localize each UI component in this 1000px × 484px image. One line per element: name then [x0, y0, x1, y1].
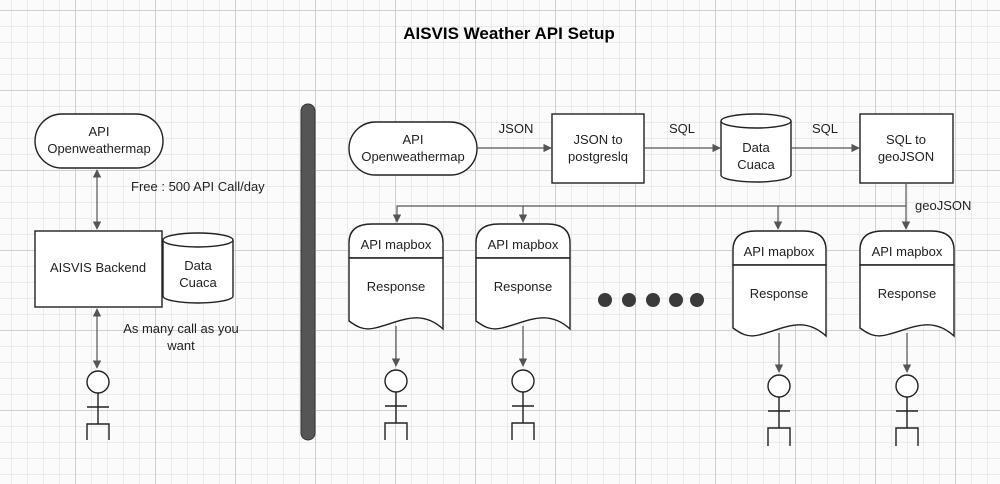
- left-data-cuaca-cylinder: Data Cuaca: [162, 232, 234, 304]
- mapbox-api-label-3: API mapbox: [744, 244, 815, 259]
- backend-label: AISVIS Backend: [50, 260, 146, 275]
- left-api-label-line1: API: [89, 124, 110, 139]
- mapbox-response-label-4: Response: [878, 286, 937, 301]
- mapbox-response-label-3: Response: [750, 286, 809, 301]
- geojson-distribution-edges: [392, 183, 911, 230]
- user-icon-1: [384, 369, 408, 440]
- left-api-openweathermap-node: API Openweathermap: [34, 113, 164, 169]
- mapbox-unit-4: API mapbox Response: [859, 230, 955, 338]
- right-data-label-line1: Data: [742, 140, 770, 155]
- panel-divider: [300, 103, 316, 441]
- right-api-openweathermap-node: API Openweathermap: [348, 121, 478, 176]
- sql-geo-label-line2: geoJSON: [878, 149, 934, 164]
- many-calls-label-line2: want: [166, 338, 195, 353]
- json-to-postgres-node: JSON to postgreslq: [551, 113, 645, 184]
- right-data-cuaca-cylinder: Data Cuaca: [720, 113, 792, 183]
- many-calls-label-line1: As many call as you: [123, 321, 239, 336]
- edge-json-label: JSON: [499, 121, 534, 136]
- user-icon-2: [511, 369, 535, 440]
- right-api-label-line2: Openweathermap: [361, 149, 464, 164]
- left-data-label-line2: Cuaca: [179, 275, 217, 290]
- mapbox-unit-1: API mapbox Response: [348, 223, 444, 331]
- mapbox-unit-3: API mapbox Response: [732, 230, 827, 338]
- sql-geo-label-line1: SQL to: [886, 132, 926, 147]
- mapbox-api-label-1: API mapbox: [361, 237, 432, 252]
- left-api-label-line2: Openweathermap: [47, 141, 150, 156]
- aisvis-backend-node: AISVIS Backend: [34, 230, 163, 308]
- mapbox-response-label-1: Response: [367, 279, 426, 294]
- mapbox-unit-2: API mapbox Response: [475, 223, 571, 331]
- left-user-icon: [86, 370, 110, 440]
- ellipsis-dots: [598, 293, 704, 307]
- right-data-label-line2: Cuaca: [737, 157, 775, 172]
- json-pg-label-line2: postgreslq: [568, 149, 628, 164]
- edge-geojson-label: geoJSON: [915, 198, 971, 213]
- free-calls-label: Free : 500 API Call/day: [131, 179, 265, 194]
- edge-sql-label-2: SQL: [812, 121, 838, 136]
- mapbox-api-label-4: API mapbox: [872, 244, 943, 259]
- diagram-title: AISVIS Weather API Setup: [403, 24, 615, 43]
- user-icon-3: [767, 374, 791, 446]
- json-pg-label-line1: JSON to: [573, 132, 622, 147]
- user-icon-4: [895, 374, 919, 446]
- mapbox-response-label-2: Response: [494, 279, 553, 294]
- edge-sql-label-1: SQL: [669, 121, 695, 136]
- left-data-label-line1: Data: [184, 258, 212, 273]
- mapbox-api-label-2: API mapbox: [488, 237, 559, 252]
- sql-to-geojson-node: SQL to geoJSON: [859, 113, 954, 184]
- right-api-label-line1: API: [403, 132, 424, 147]
